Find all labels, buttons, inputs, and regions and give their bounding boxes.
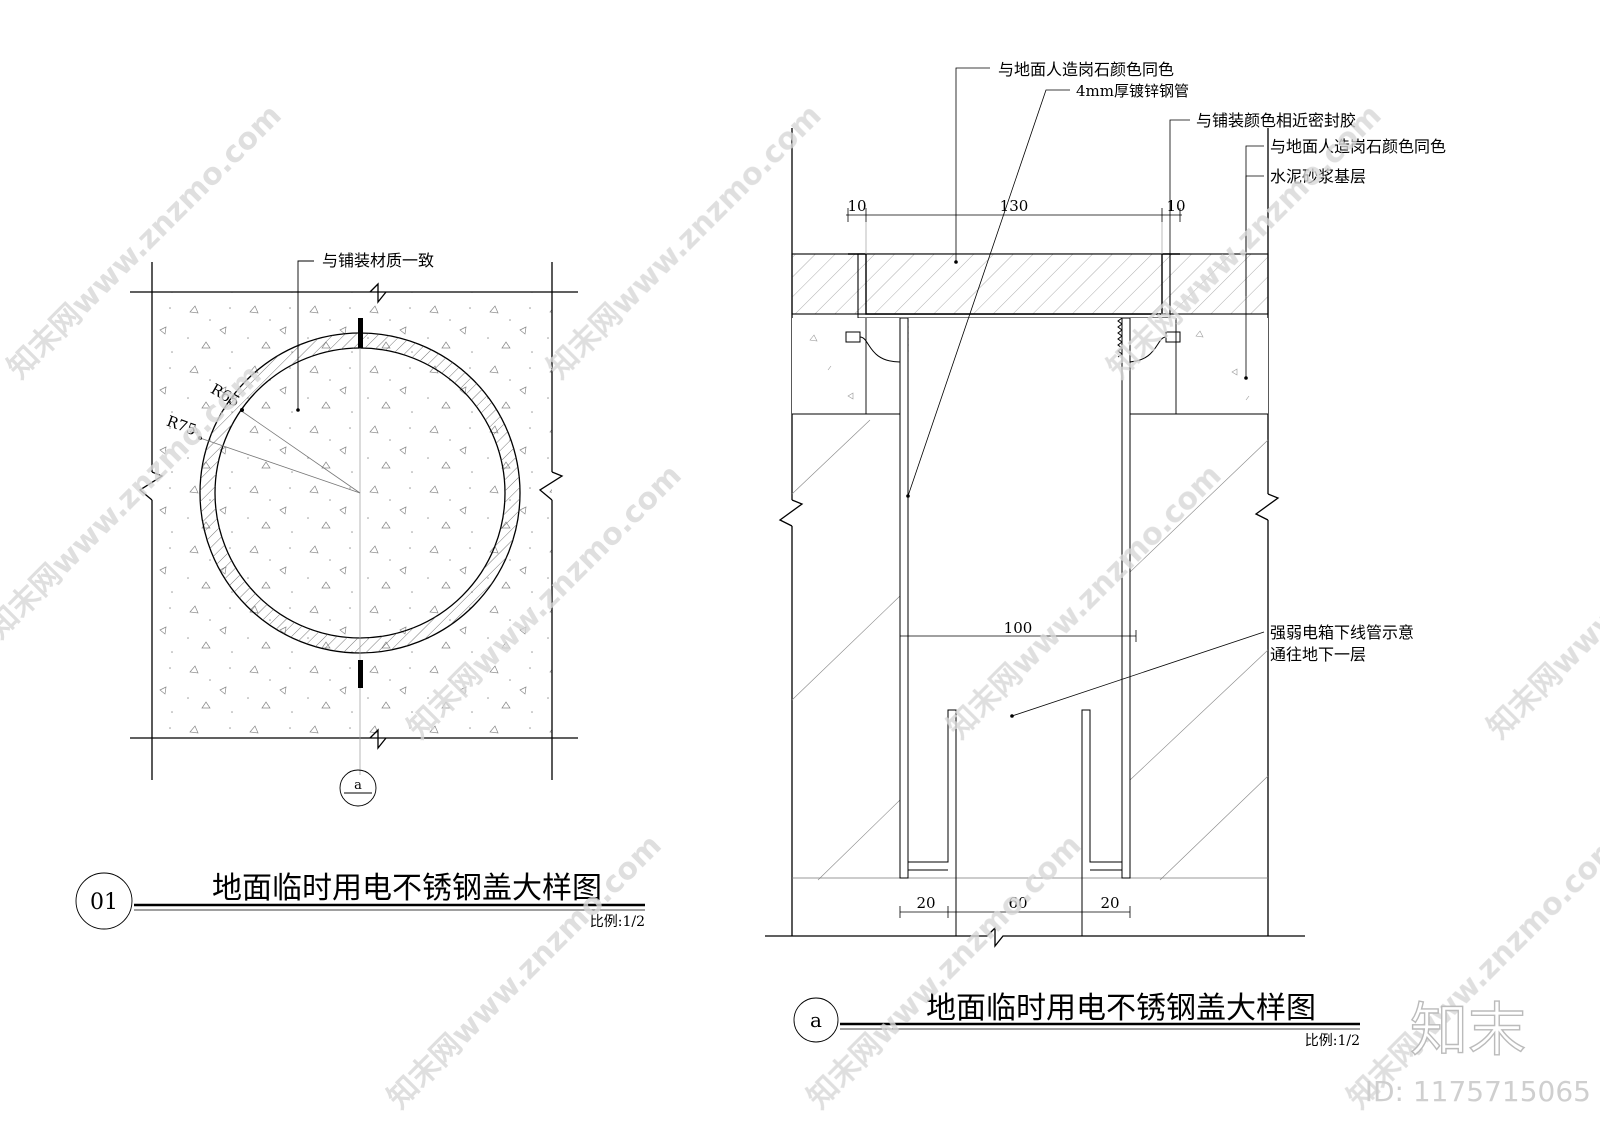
pipe-wall-right bbox=[1121, 317, 1131, 879]
section-badge-label: a bbox=[810, 1008, 822, 1032]
watermark-text-6: 知末网www.znzmo.com bbox=[941, 458, 1229, 746]
callout-stone-color-2: 与地面人造岗石颜色同色 bbox=[1270, 137, 1446, 156]
callout-sealant: 与铺装颜色相近密封胶 bbox=[1196, 111, 1356, 130]
dim-bottom-center: 60 bbox=[1008, 894, 1027, 912]
pipe-wall-left bbox=[899, 317, 909, 879]
section-marker bbox=[339, 769, 377, 807]
callout-mortar: 水泥砂浆基层 bbox=[1270, 167, 1366, 186]
detail-title: 地面临时用电不锈钢盖大样图 bbox=[212, 871, 602, 906]
callout-leader bbox=[297, 260, 314, 410]
left-plan-view: R75 R65 与铺装材质一致 a 01 地面临时用电不锈钢盖大样图 比例:1/… bbox=[75, 251, 645, 930]
watermark-logo: 知末 bbox=[1410, 996, 1526, 1064]
callout-steel-pipe: 4mm厚镀锌钢管 bbox=[1076, 82, 1189, 100]
watermark-id: ID: 1175715065 bbox=[1365, 1075, 1591, 1108]
watermark-text-7: 知末网www.znzmo.com bbox=[1481, 458, 1600, 746]
pipe-note-line1: 强弱电箱下线管示意 bbox=[1270, 623, 1414, 642]
detail-badge bbox=[75, 872, 133, 930]
section-badge bbox=[793, 997, 839, 1043]
dim-bottom-right: 20 bbox=[1100, 894, 1119, 912]
pipe-note-line2: 通往地下一层 bbox=[1270, 645, 1366, 664]
callout-stone-color: 与地面人造岗石颜色同色 bbox=[998, 60, 1174, 79]
paving-slab bbox=[152, 292, 552, 738]
watermark-text-2: 知末网www.znzmo.com bbox=[541, 98, 829, 386]
dim-top-left: 10 bbox=[847, 197, 866, 215]
cover-plate bbox=[857, 253, 1171, 315]
dim-top-center: 130 bbox=[1000, 197, 1029, 215]
dim-inner-width: 100 bbox=[1004, 619, 1033, 637]
right-section-view: 10 130 10 100 20 60 20 与地面人造岗石颜色同色 bbox=[765, 60, 1446, 1049]
dim-top-right: 10 bbox=[1166, 197, 1185, 215]
detail-scale: 比例:1/2 bbox=[590, 914, 645, 930]
callout-material: 与铺装材质一致 bbox=[322, 251, 434, 270]
dim-bottom-left: 20 bbox=[916, 894, 935, 912]
section-marker-label: a bbox=[354, 778, 362, 793]
base-hatch bbox=[791, 419, 1269, 881]
r65-line bbox=[239, 409, 361, 494]
watermark-text-9: 知末网www.znzmo.com bbox=[801, 828, 1089, 1116]
watermark-text-10: 知末网www.znzmo.com bbox=[1341, 828, 1600, 1116]
section-title: 地面临时用电不锈钢盖大样图 bbox=[926, 991, 1316, 1026]
detail-badge-number: 01 bbox=[90, 890, 118, 915]
joint-tick-bottom bbox=[358, 660, 363, 688]
r75-line bbox=[199, 437, 361, 494]
dims-top bbox=[846, 208, 1182, 254]
section-scale: 比例:1/2 bbox=[1305, 1033, 1360, 1049]
joint-tick-top bbox=[358, 318, 363, 348]
